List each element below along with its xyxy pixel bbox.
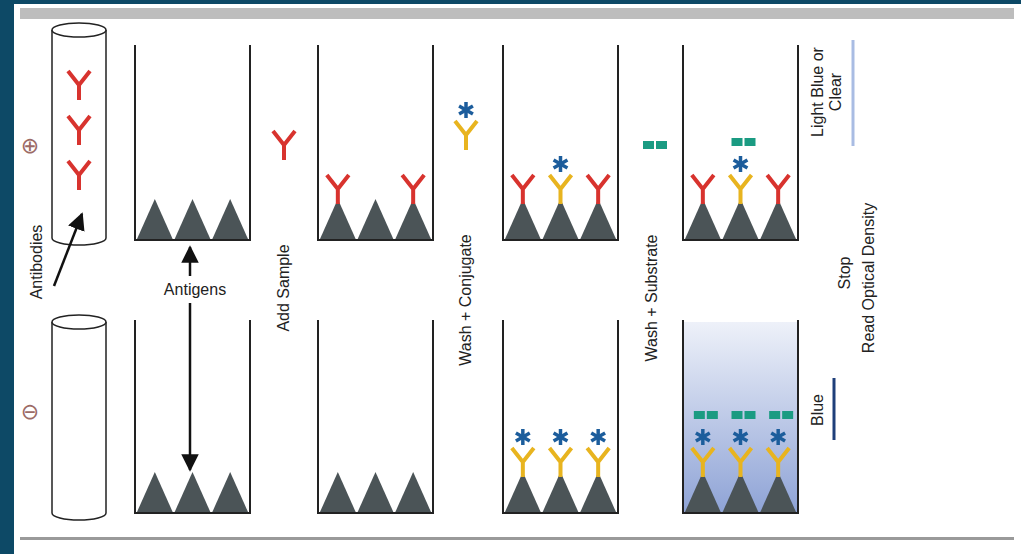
antigen — [137, 472, 173, 512]
negative-sign: ⊖ — [21, 400, 39, 424]
antigen — [505, 472, 541, 512]
antigen — [580, 199, 616, 239]
substrate — [745, 138, 756, 146]
enzyme-star — [734, 156, 748, 172]
sample-antibody — [68, 116, 90, 145]
panel — [14, 4, 1021, 554]
conjugate-antibody — [455, 121, 477, 150]
antigen — [580, 472, 616, 512]
tube-rim — [52, 23, 106, 37]
enzyme-star — [771, 429, 785, 445]
antigen — [395, 472, 431, 512]
enzyme-star — [554, 156, 568, 172]
sample-antibody — [512, 175, 534, 204]
step-label: Wash + Conjugate — [457, 234, 475, 365]
step-label: Stop — [836, 257, 854, 290]
well — [318, 320, 433, 513]
sample-antibody — [402, 175, 424, 204]
step-label: Wash + Substrate — [643, 234, 661, 361]
sample-antibody — [327, 175, 349, 204]
antigen — [543, 199, 579, 239]
conjugate-antibody — [730, 448, 752, 477]
conjugate-antibody — [550, 175, 572, 204]
substrate — [732, 411, 743, 419]
well — [503, 320, 618, 513]
leader-arrow — [189, 303, 192, 470]
antigen — [137, 199, 173, 239]
antigen — [395, 199, 431, 239]
blue-color — [683, 322, 797, 513]
step-label: Add Sample — [275, 244, 293, 331]
antigen — [212, 199, 248, 239]
result-label: Blue — [809, 394, 827, 426]
antigen — [505, 199, 541, 239]
enzyme-star — [554, 429, 568, 445]
conjugate-antibody — [767, 448, 789, 477]
part-label: Antibodies — [28, 225, 46, 300]
enzyme-star — [696, 429, 710, 445]
tube-rim — [52, 315, 106, 329]
antigen — [212, 472, 248, 512]
conjugate-antibody — [587, 448, 609, 477]
step-label: Read Optical Density — [860, 203, 878, 353]
leader-arrow — [54, 214, 82, 286]
result-bar — [852, 40, 855, 146]
positive-sign: ⊕ — [21, 134, 39, 158]
conjugate-antibody — [730, 175, 752, 204]
sample-antibody — [68, 161, 90, 190]
substrate — [745, 411, 756, 419]
antigen — [685, 472, 721, 512]
antigen — [760, 199, 796, 239]
top-rule — [20, 8, 1014, 19]
antigen — [760, 472, 796, 512]
sample-tube — [52, 322, 106, 520]
sample-antibody — [692, 175, 714, 204]
antigen — [320, 199, 356, 239]
substrate — [707, 411, 718, 419]
substrate — [694, 411, 705, 419]
antigen — [723, 199, 759, 239]
substrate — [782, 411, 793, 419]
result-bar — [833, 378, 836, 440]
result-label: Light Blue or Clear — [809, 38, 845, 146]
antigen — [543, 472, 579, 512]
antigen — [320, 472, 356, 512]
enzyme-star — [591, 429, 605, 445]
sample-antibody — [273, 131, 295, 160]
antigen — [175, 199, 211, 239]
substrate — [643, 141, 654, 149]
sample-antibody — [68, 71, 90, 100]
enzyme-star — [734, 429, 748, 445]
well — [683, 320, 798, 513]
antigen — [358, 199, 394, 239]
well — [683, 45, 798, 240]
part-label: Antigens — [164, 281, 226, 299]
enzyme-star — [459, 102, 473, 118]
well — [135, 45, 250, 240]
antigen — [685, 199, 721, 239]
enzyme-star — [516, 429, 530, 445]
well — [318, 45, 433, 240]
conjugate-antibody — [512, 448, 534, 477]
substrate — [769, 411, 780, 419]
sample-tube — [52, 30, 106, 245]
antigen — [358, 472, 394, 512]
substrate — [732, 138, 743, 146]
antigen — [175, 472, 211, 512]
sample-antibody — [767, 175, 789, 204]
well — [503, 45, 618, 240]
antigen — [723, 472, 759, 512]
conjugate-antibody — [550, 448, 572, 477]
well — [135, 320, 250, 513]
conjugate-antibody — [692, 448, 714, 477]
substrate — [656, 141, 667, 149]
bottom-rule — [20, 537, 1014, 540]
leader-arrow — [189, 247, 192, 276]
sample-antibody — [587, 175, 609, 204]
